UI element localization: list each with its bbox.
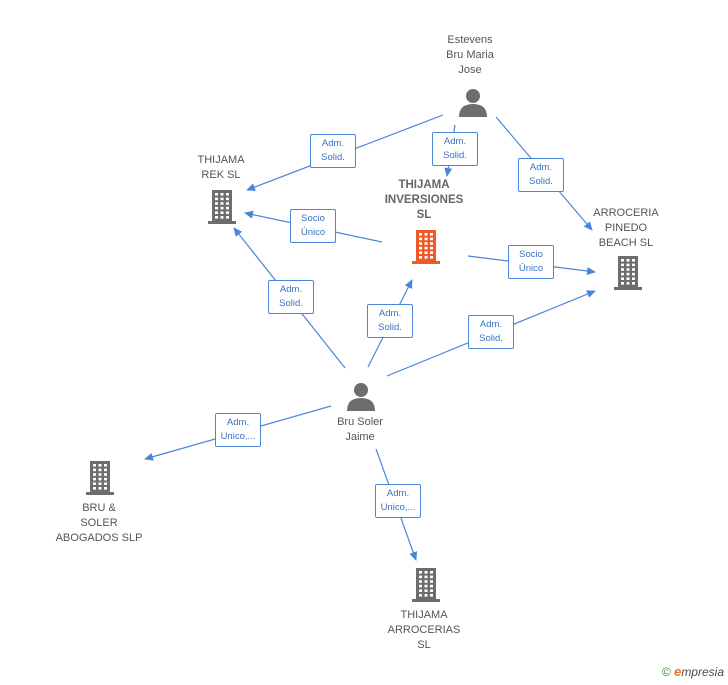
person-icon-bru_soler[interactable] — [347, 383, 375, 411]
edge-label-estevens-to-thijama_inversiones[interactable]: Adm. Solid. — [432, 132, 478, 166]
edge-label-estevens-to-thijama_rek[interactable]: Adm. Solid. — [310, 134, 356, 168]
node-label-thijama_arrocerias[interactable]: THIJAMA ARROCERIAS SL — [387, 608, 461, 651]
brand-logo-e: e — [674, 664, 682, 679]
edge-label-bru_soler-to-arroceria_pinedo[interactable]: Adm. Solid. — [468, 315, 514, 349]
building-icon-thijama_arrocerias[interactable] — [412, 568, 440, 602]
building-icon-bru_soler_abogados[interactable] — [86, 461, 114, 495]
edge-label-estevens-to-arroceria_pinedo[interactable]: Adm. Solid. — [518, 158, 564, 192]
node-label-bru_soler_abogados[interactable]: BRU & SOLER ABOGADOS SLP — [55, 501, 143, 544]
building-icon-thijama_rek[interactable] — [208, 190, 236, 224]
node-label-bru_soler[interactable]: Bru Soler Jaime — [337, 416, 383, 443]
node-label-estevens[interactable]: Estevens Bru Maria Jose — [446, 33, 494, 76]
node-label-thijama_inversiones[interactable]: THIJAMA INVERSIONES SL — [384, 178, 464, 221]
edge-label-thijama_inversiones-to-thijama_rek[interactable]: Socio Único — [290, 209, 336, 243]
edge-label-bru_soler-to-thijama_inversiones[interactable]: Adm. Solid. — [367, 304, 413, 338]
node-label-arroceria_pinedo[interactable]: ARROCERIA PINEDO BEACH SL — [593, 206, 659, 249]
building-icon-thijama_inversiones[interactable] — [412, 230, 440, 264]
brand-logo-text: mpresia — [681, 665, 724, 679]
edge-label-thijama_inversiones-to-arroceria_pinedo[interactable]: Socio Único — [508, 245, 554, 279]
edge-label-bru_soler-to-thijama_rek[interactable]: Adm. Solid. — [268, 280, 314, 314]
edge-label-bru_soler-to-thijama_arrocerias[interactable]: Adm. Unico,... — [375, 484, 421, 518]
copyright-icon: © — [661, 665, 671, 679]
person-icon-estevens[interactable] — [459, 89, 487, 117]
edge-label-bru_soler-to-bru_soler_abogados[interactable]: Adm. Unico,... — [215, 413, 261, 447]
node-label-thijama_rek[interactable]: THIJAMA REK SL — [197, 154, 245, 181]
building-icon-arroceria_pinedo[interactable] — [614, 256, 642, 290]
brand-footer: © empresia — [662, 664, 724, 679]
